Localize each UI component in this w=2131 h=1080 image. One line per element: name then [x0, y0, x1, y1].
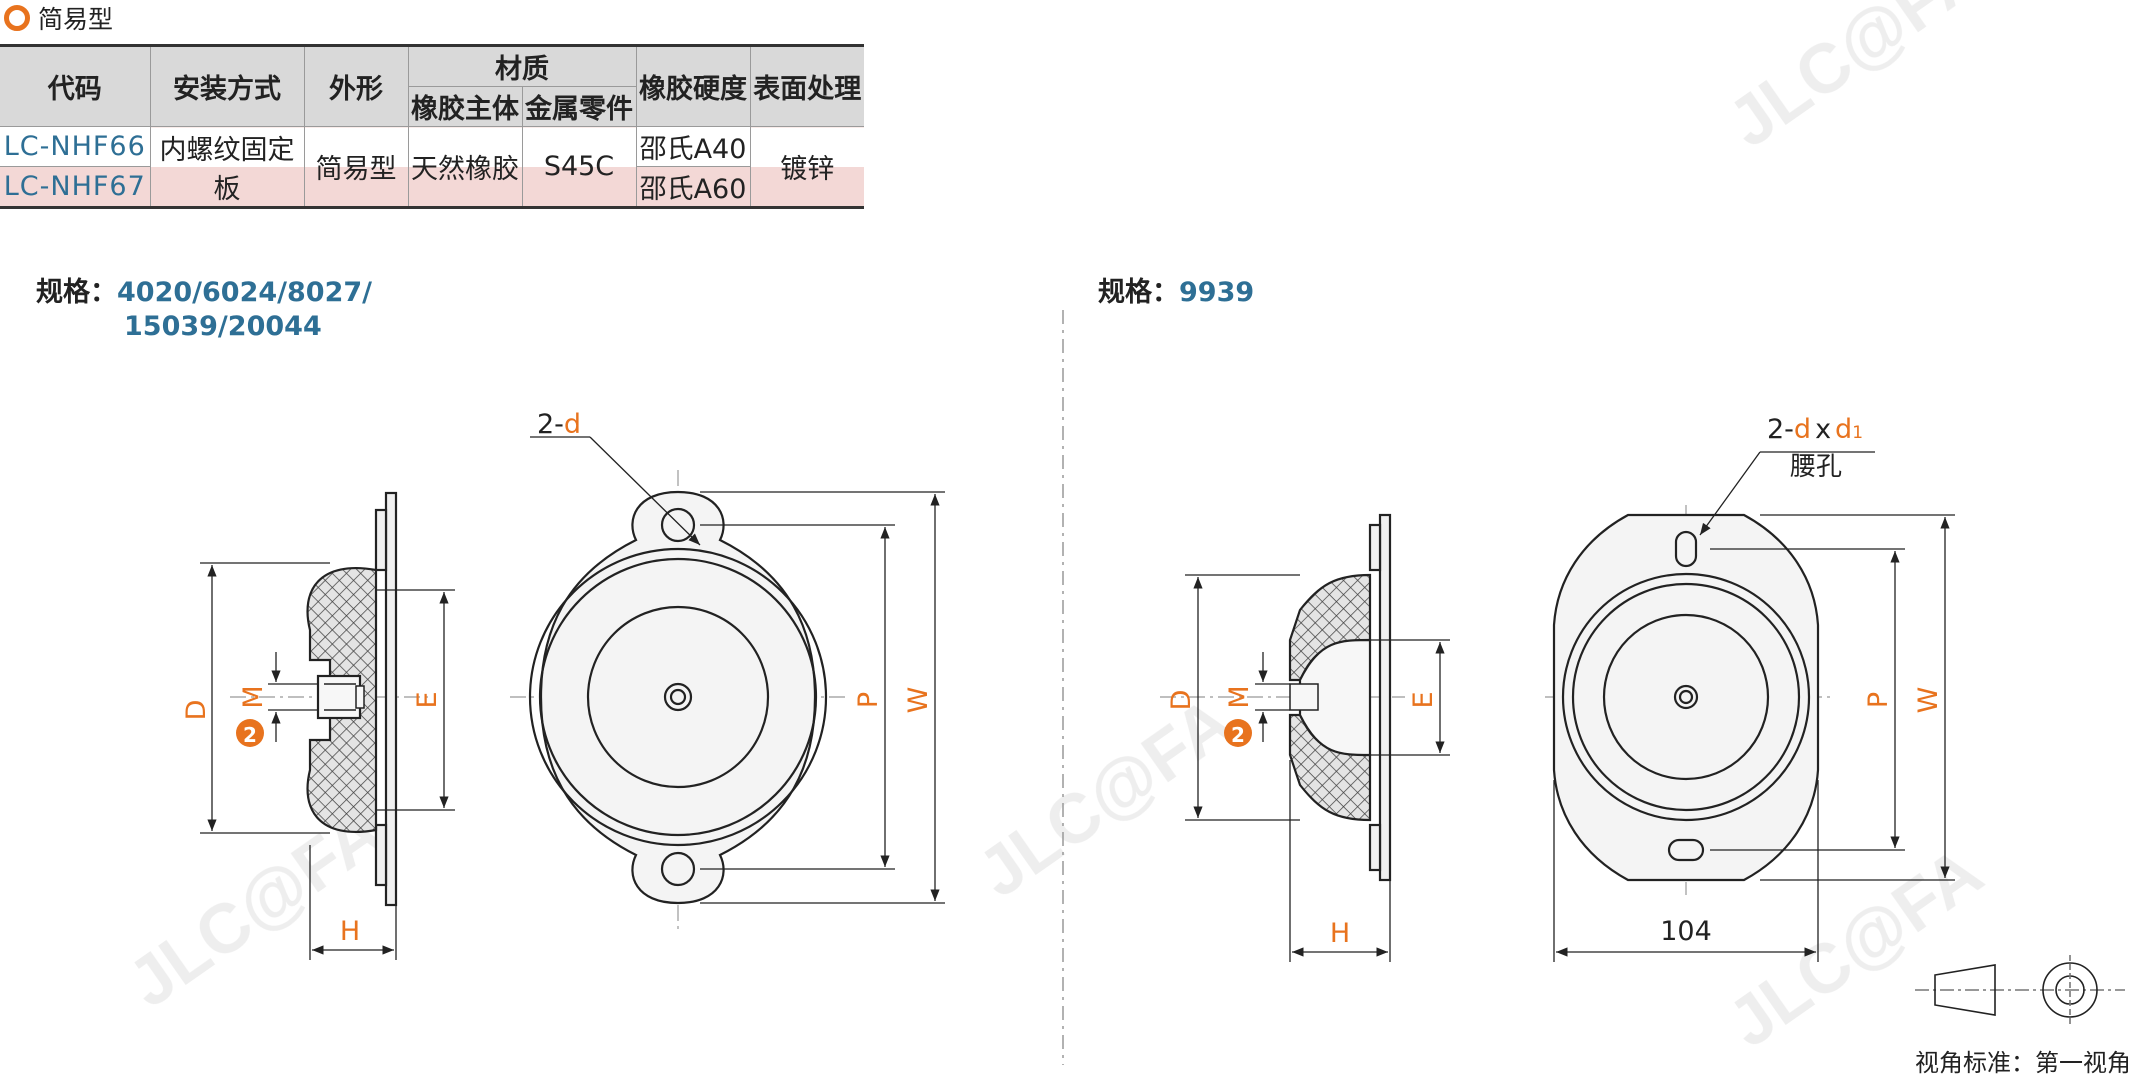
metal-part-cell: S45C	[521, 126, 637, 208]
dim-E: E	[1408, 691, 1439, 708]
spec-left: 规格：4020/6024/8027/ 15039/20044	[36, 276, 372, 344]
left-front-dim-labels: 2-d P W	[537, 409, 934, 713]
dim-P: P	[1863, 692, 1894, 708]
header-metal-part: 金属零件	[521, 86, 636, 127]
spec-right-values: 9939	[1179, 277, 1255, 308]
section-title: 简易型	[38, 5, 114, 34]
rubber-body-cell: 天然橡胶	[407, 126, 523, 208]
dim-width: 104	[1660, 916, 1712, 947]
spec-right-label: 规格：	[1098, 277, 1179, 308]
product-code: LC-NHF67	[0, 166, 151, 208]
spec-table: 代码 安装方式 外形 材质 橡胶硬度 表面处理 橡胶主体 金属零件 LC-NHF…	[0, 44, 864, 209]
header-install: 安装方式	[149, 45, 305, 127]
section-header: 简易型	[0, 0, 113, 36]
marker-2-icon	[1224, 719, 1252, 747]
dim-D: D	[1166, 690, 1197, 711]
hole-callout-left: 2-d	[537, 409, 581, 440]
dim-M: M	[238, 685, 269, 708]
spec-left-values-2: 15039/20044	[124, 311, 322, 342]
dim-H: H	[1330, 918, 1350, 949]
marker-2-label: 2	[243, 723, 257, 747]
left-side-dims	[200, 562, 455, 960]
left-side-dim-labels: D M E H 2	[181, 685, 443, 947]
right-side-view	[1160, 513, 1405, 882]
spec-left-label: 规格：	[36, 277, 117, 308]
header-hardness: 橡胶硬度	[635, 45, 751, 127]
right-front-view	[1545, 505, 1830, 895]
dim-P: P	[853, 692, 884, 708]
dim-D: D	[181, 700, 212, 721]
dim-W: W	[1913, 687, 1944, 714]
first-angle-projection-icon	[1915, 955, 2125, 1025]
header-surface: 表面处理	[749, 45, 864, 127]
surface-cell: 镀锌	[749, 126, 864, 208]
product-code: LC-NHF66	[0, 126, 151, 167]
left-front-dims	[530, 436, 945, 904]
dim-E: E	[412, 691, 443, 708]
dim-M: M	[1224, 685, 1255, 708]
hardness-cell: 邵氏A60	[635, 166, 750, 208]
svg-text:JLC@FA: JLC@FA	[1714, 0, 1996, 162]
table-row: LC-NHF66 内螺纹固定板 简易型 天然橡胶 S45C 邵氏A40 镀锌	[0, 126, 864, 208]
install-method: 内螺纹固定板	[149, 126, 305, 208]
right-side-dim-labels: D M E H 2	[1166, 685, 1439, 949]
right-front-dims	[1553, 451, 1955, 962]
header-code: 代码	[0, 45, 151, 127]
slot-label: 腰孔	[1790, 452, 1842, 482]
left-side-view	[230, 491, 430, 907]
dim-H: H	[340, 916, 360, 947]
header-shape: 外形	[303, 45, 409, 127]
right-side-dims	[1185, 574, 1450, 962]
left-front-view	[510, 470, 850, 930]
spec-right: 规格：9939	[1098, 276, 1254, 310]
section-bullet-icon	[4, 5, 30, 31]
spec-left-values-1: 4020/6024/8027/	[117, 277, 373, 308]
projection-note: 视角标准：第一视角	[1915, 1049, 2131, 1077]
dim-W: W	[903, 687, 934, 714]
header-material: 材质	[407, 45, 637, 87]
marker-2-icon	[236, 719, 264, 747]
shape-cell: 简易型	[303, 126, 409, 208]
marker-2-label: 2	[1231, 723, 1245, 747]
svg-text:JLC@FA: JLC@FA	[964, 682, 1246, 912]
